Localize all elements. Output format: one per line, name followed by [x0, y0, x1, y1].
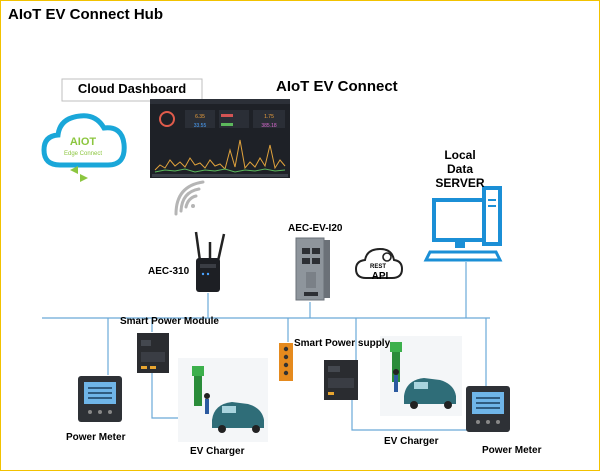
connection-lines [42, 262, 490, 431]
server-line-2: Data [446, 162, 473, 176]
smart-power-supply-label: Smart Power supply [294, 338, 391, 349]
server-line-1: Local [444, 148, 476, 162]
power-meter-right-label: Power Meter [482, 445, 542, 456]
right-charger-link [351, 398, 472, 431]
dash-value-4: 385.18 [261, 123, 277, 129]
ev-charger-left-icon [178, 358, 268, 442]
ev-charger-right-label: EV Charger [384, 436, 439, 447]
power-meter-left-label: Power Meter [66, 432, 126, 443]
left-charger-link [151, 372, 190, 419]
cloud-logo-subtext: Edge Connect [64, 151, 102, 157]
power-meter-left-icon [78, 376, 122, 422]
page-title: AIoT EV Connect Hub [8, 6, 163, 23]
cloud-logo-text: AIOT [70, 136, 97, 148]
cloud-icon: AIOT Edge Connect [41, 113, 127, 182]
aec310-label: AEC-310 [148, 266, 190, 277]
aiot-ev-connect-title: AIoT EV Connect [276, 78, 398, 95]
api-label: API [372, 271, 389, 282]
aec-ev-i20-label: AEC-EV-I20 [288, 223, 343, 234]
aec310-device-icon [194, 231, 226, 292]
ev-charger-right-icon [380, 336, 462, 416]
rest-label: REST [370, 264, 386, 270]
smart-power-module-icon [137, 333, 169, 373]
power-meter-right-icon [466, 386, 510, 432]
smart-power-module-label: Smart Power Module [120, 316, 219, 327]
cloud-dashboard-label: Cloud Dashboard [77, 81, 187, 96]
aec-ev-i20-device-icon [295, 237, 330, 301]
server-line-3: SERVER [435, 176, 485, 190]
server-computer-icon [423, 186, 503, 262]
rest-api-icon: REST API [354, 247, 404, 282]
smart-power-supply-icon [324, 360, 358, 400]
dash-value-1: 6.35 [195, 114, 205, 120]
dashboard-screenshot: 6.35 1.75 33.55 385.18 [150, 99, 290, 178]
wifi-icon [174, 180, 205, 216]
ev-charger-left-label: EV Charger [190, 446, 245, 457]
dash-value-2: 1.75 [264, 114, 274, 120]
terminal-block-icon [279, 343, 293, 381]
dash-value-3: 33.55 [194, 123, 207, 129]
local-data-server-label: Local Data SERVER [434, 148, 486, 190]
cloud-dashboard-box [61, 78, 203, 102]
